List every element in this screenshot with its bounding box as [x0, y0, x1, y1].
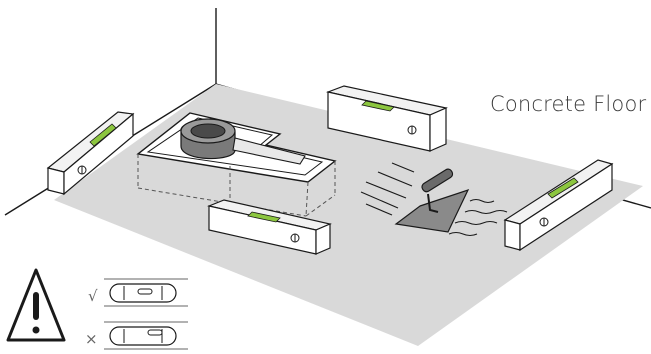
level-indicator-correct: [104, 278, 188, 307]
floor-drain: [180, 118, 306, 165]
trowel-shank: [427, 193, 439, 213]
correct-check-mark: √: [88, 287, 98, 305]
spirit-level-front: [206, 199, 332, 255]
level-indicator-incorrect: [104, 321, 188, 350]
spirit-level-top: [325, 85, 448, 152]
warning-triangle-icon: [6, 268, 66, 342]
spirit-level-left: [46, 111, 135, 196]
concrete-floor-label: Concrete Floor: [490, 92, 647, 116]
spirit-level-right: [503, 159, 614, 252]
incorrect-cross-mark: ×: [85, 330, 98, 348]
trowel-handle: [421, 168, 454, 193]
trowel-stroke-lines: [360, 162, 508, 237]
trowel-area: [360, 162, 508, 237]
